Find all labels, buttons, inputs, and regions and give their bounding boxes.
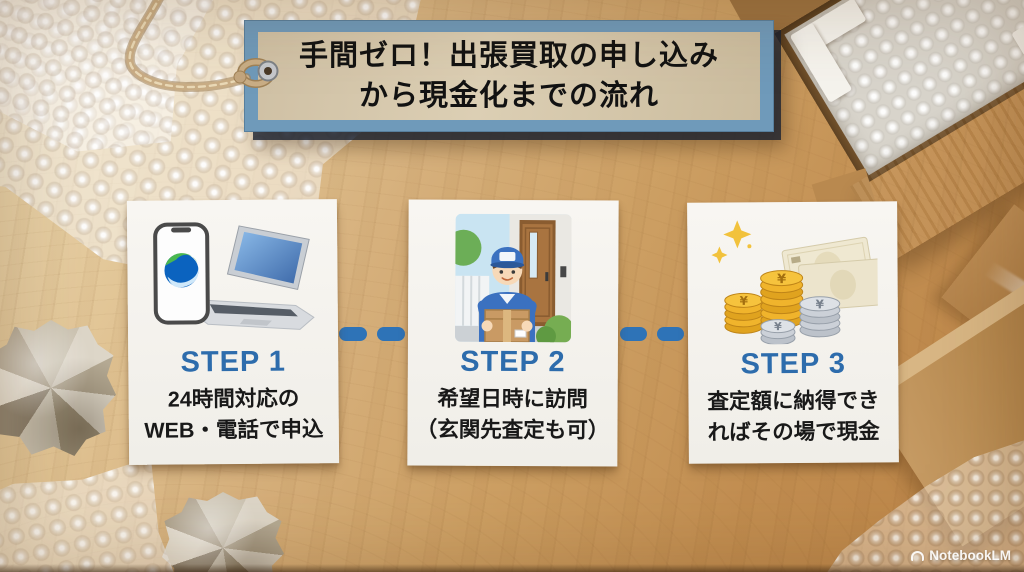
- connector-dash: [657, 327, 684, 341]
- svg-text:¥: ¥: [816, 297, 825, 311]
- title-tag: 手間ゼロ！出張買取の申し込み から現金化までの流れ: [244, 20, 774, 132]
- step-card-1: STEP 1 24時間対応の WEB・電話で申込: [126, 199, 340, 465]
- bush-icon: [535, 326, 556, 343]
- edge-browser-logo-icon: [164, 253, 199, 288]
- title-line-1: 手間ゼロ！出張買取の申し込み: [298, 40, 719, 72]
- notebooklm-logo-icon: [911, 550, 925, 561]
- coins-and-banknotes-illustration: ¥ ¥: [711, 220, 879, 345]
- step-card-3: ¥ ¥: [687, 201, 899, 464]
- silver-coins-icon: ¥ ¥: [760, 296, 841, 345]
- connector-dash: [339, 327, 367, 341]
- smartphone-icon: [153, 222, 210, 325]
- smartphone-and-laptop-illustration: [153, 222, 315, 330]
- laptop-icon: [191, 225, 315, 330]
- connector-dash: [377, 327, 405, 341]
- svg-text:¥: ¥: [777, 272, 786, 287]
- delivery-person-icon: [477, 246, 537, 343]
- title-line-2: から現金化までの流れ: [358, 80, 659, 112]
- svg-text:¥: ¥: [774, 320, 782, 333]
- table-edge-shadow: [0, 564, 1024, 572]
- sparkle-icon: [711, 220, 752, 264]
- twine-rope: [124, 0, 279, 93]
- tree-icon: [454, 229, 482, 266]
- watermark-label: NotebookLM: [929, 548, 1011, 563]
- svg-text:¥: ¥: [740, 294, 749, 308]
- watermark: NotebookLM: [911, 548, 1011, 563]
- gold-coins-icon: ¥ ¥: [724, 270, 804, 334]
- delivery-staff-illustration: [454, 213, 572, 343]
- title-tag-paper: 手間ゼロ！出張買取の申し込み から現金化までの流れ: [258, 32, 760, 120]
- crumpled-paper-ball-bottom: [162, 492, 284, 572]
- crumpled-paper-ball-left: [0, 320, 116, 456]
- connector-dash: [620, 327, 647, 341]
- cardboard-box-icon: [484, 309, 530, 343]
- grommet-icon: [257, 60, 279, 82]
- step-card-2: STEP 2 希望日時に訪問 （玄関先査定も可）: [407, 199, 619, 467]
